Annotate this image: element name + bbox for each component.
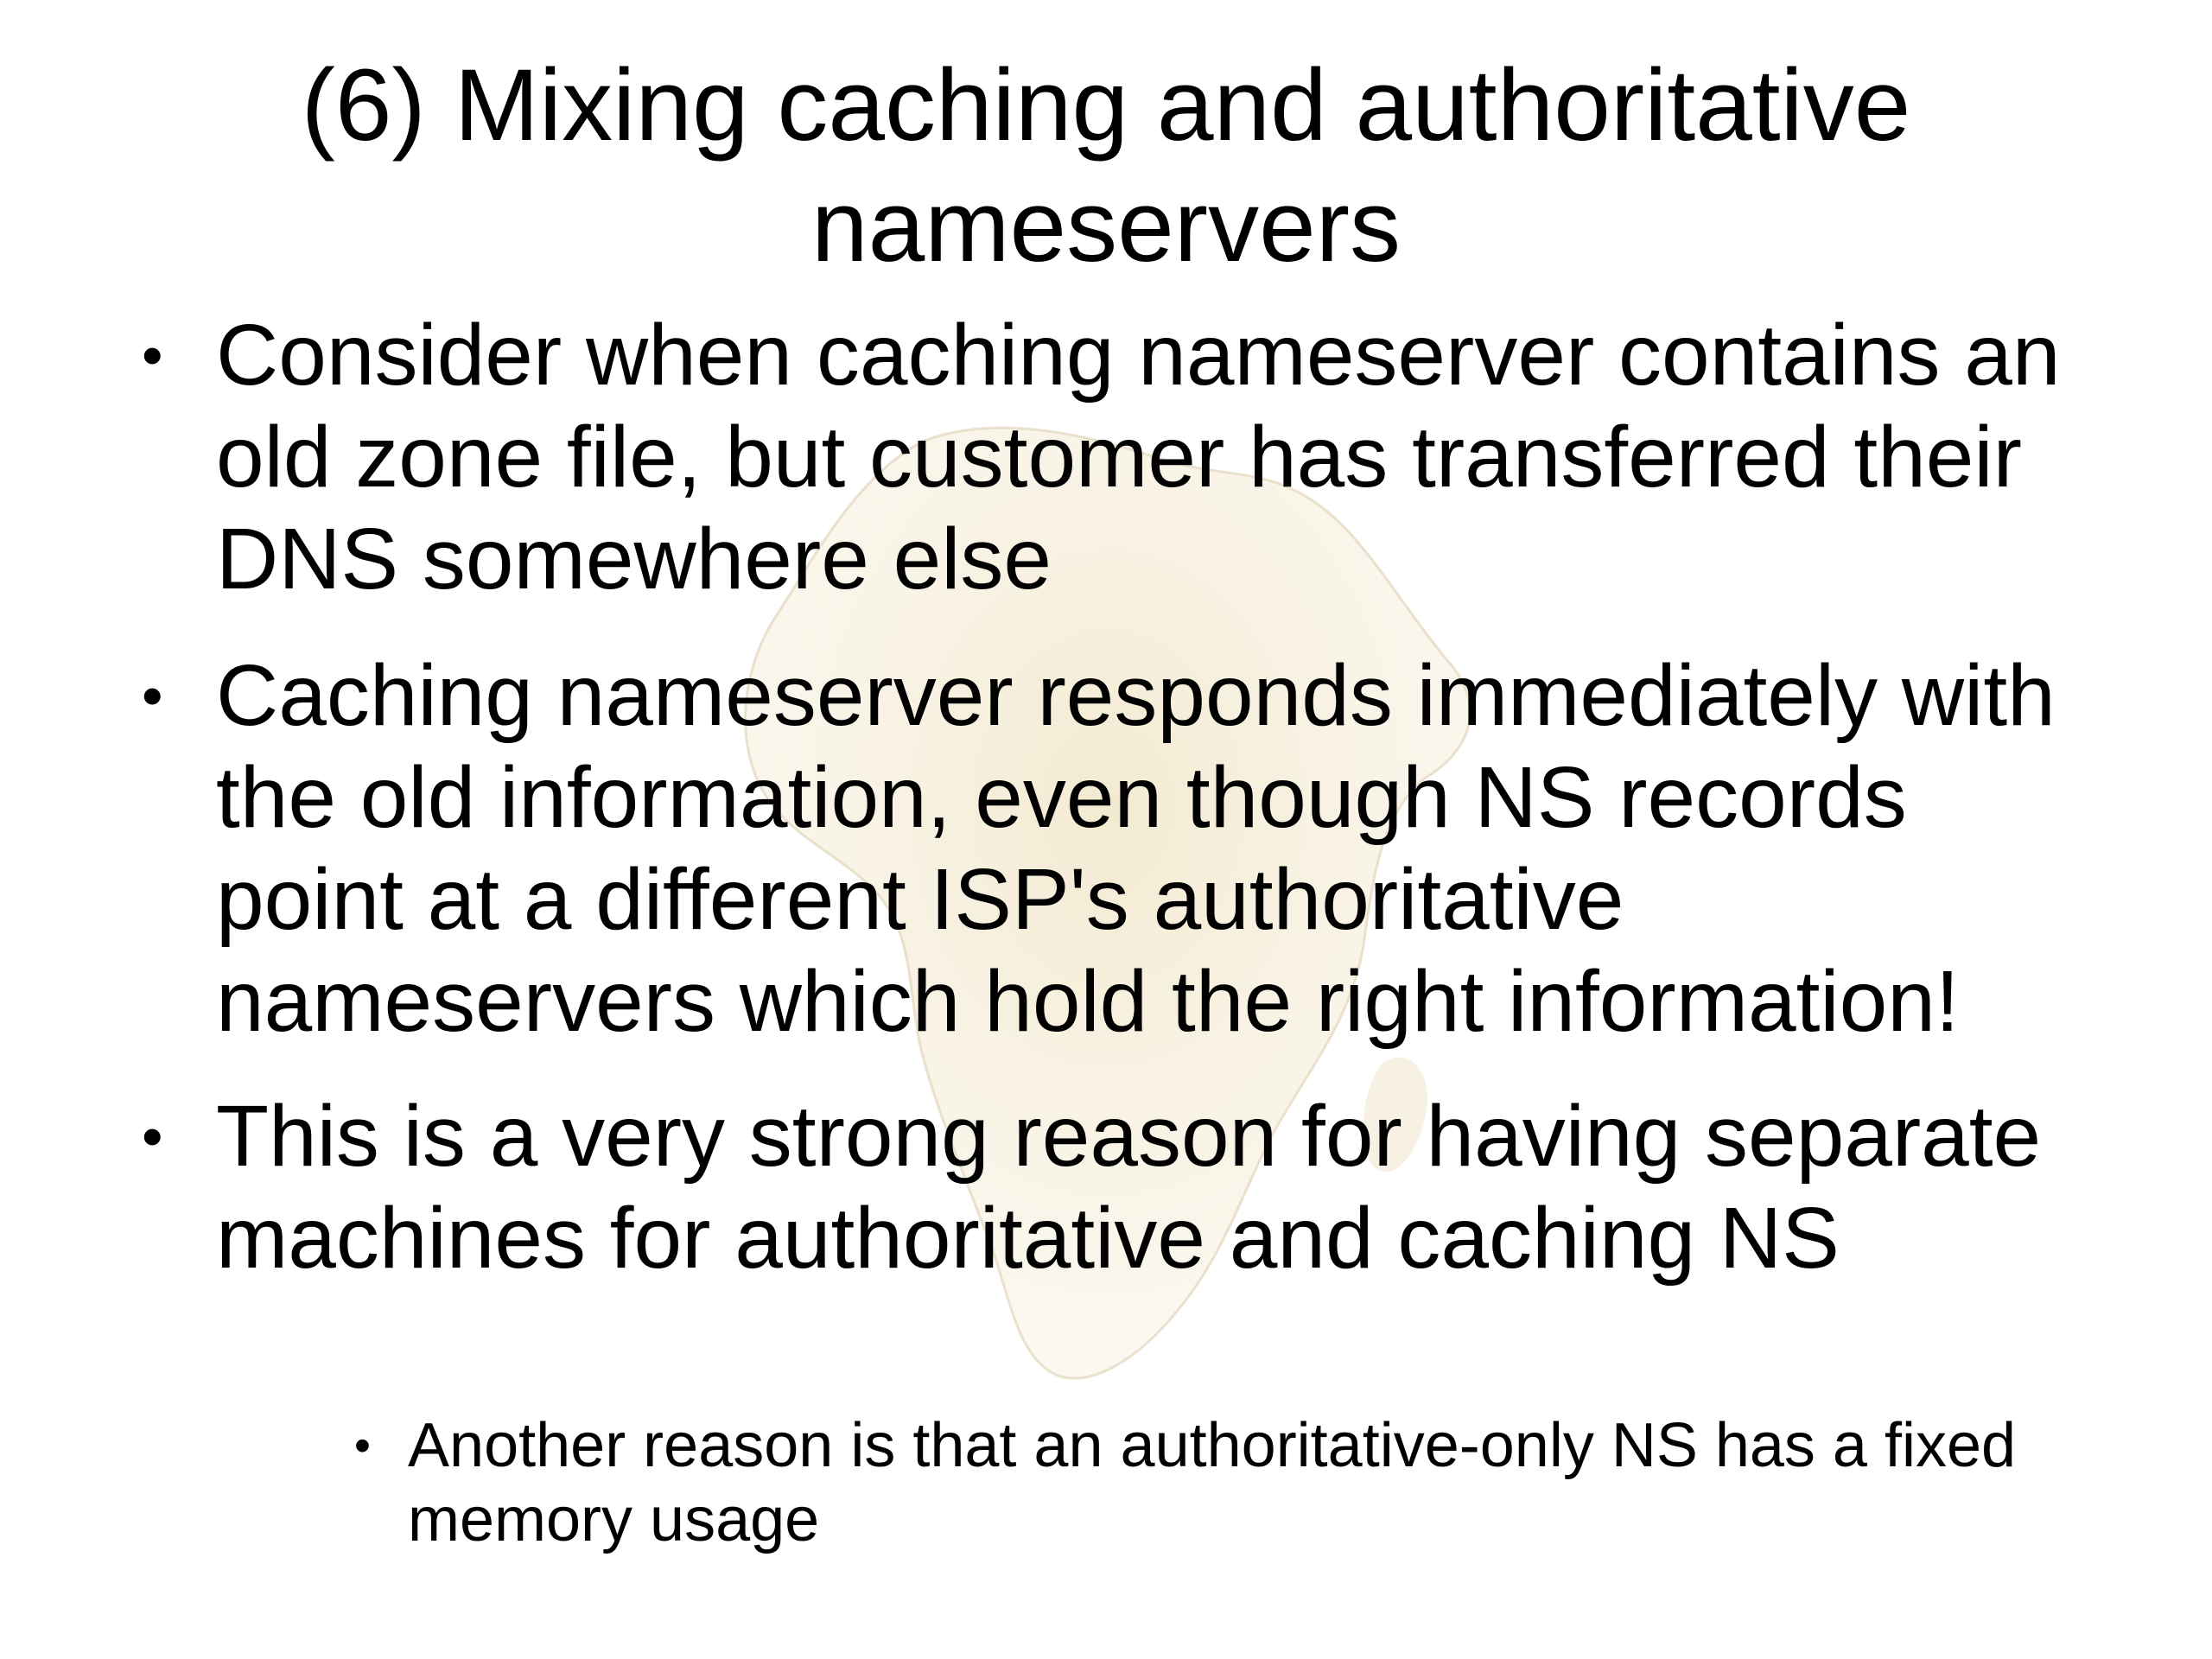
bullet-dot: • — [142, 321, 163, 389]
bullet-text: Consider when caching nameserver contain… — [216, 307, 2061, 607]
bullet-text: Caching nameserver responds immediately … — [216, 647, 2056, 1050]
bullet-dot: • — [142, 662, 163, 729]
sub-bullet-item: • Another reason is that an authoritativ… — [354, 1408, 2101, 1557]
bullet-item: • This is a very strong reason for havin… — [142, 1085, 2117, 1289]
sub-bullet-text: Another reason is that an authoritative-… — [408, 1411, 2017, 1554]
bullet-item: • Consider when caching nameserver conta… — [142, 304, 2117, 610]
bullet-dot: • — [142, 1103, 163, 1170]
bullet-item: • Caching nameserver responds immediatel… — [142, 645, 2117, 1052]
slide-title: (6) Mixing caching and authoritative nam… — [301, 48, 1911, 283]
bullet-text: This is a very strong reason for having … — [216, 1088, 2042, 1287]
sub-bullet-dot: • — [354, 1420, 371, 1471]
